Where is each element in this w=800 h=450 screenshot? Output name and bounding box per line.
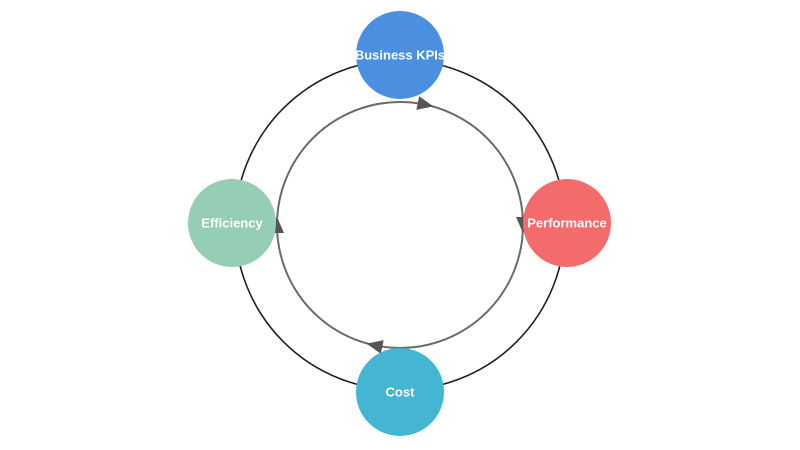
node-cost: Cost: [356, 348, 444, 436]
node-business-kpis: Business KPIs: [355, 11, 445, 99]
arrow-cost-to-efficiency: [366, 340, 384, 354]
arrow-business-kpis-to-performance: [416, 96, 434, 110]
inner-ring: [276, 101, 524, 349]
node-performance-label: Performance: [527, 216, 606, 231]
node-efficiency-label: Efficiency: [201, 216, 263, 231]
node-cost-label: Cost: [386, 385, 416, 400]
node-business-kpis-label: Business KPIs: [355, 48, 445, 63]
node-business-kpis-circle: [356, 11, 444, 99]
node-efficiency: Efficiency: [188, 179, 276, 267]
node-efficiency-circle: [188, 179, 276, 267]
outer-ring: [234, 59, 566, 391]
node-performance-circle: [523, 179, 611, 267]
node-performance: Performance: [523, 179, 611, 267]
node-cost-circle: [356, 348, 444, 436]
